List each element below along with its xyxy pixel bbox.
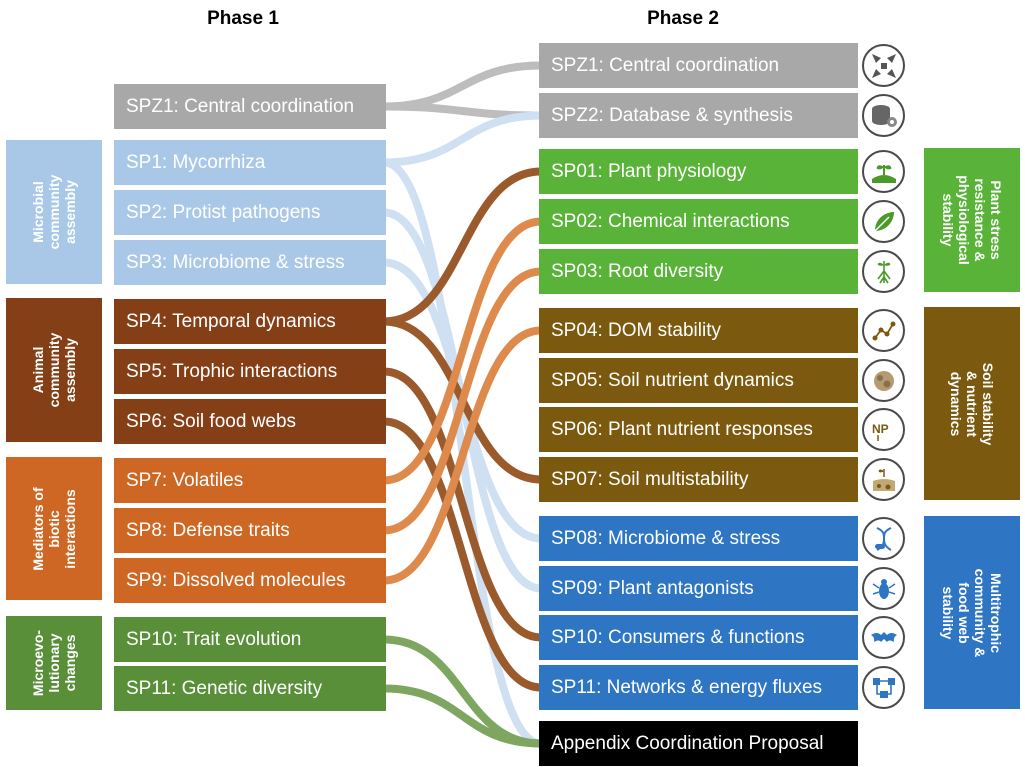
phase1-project-box: SP5: Trophic interactions bbox=[114, 349, 386, 394]
network-flow-icon bbox=[862, 666, 905, 709]
np-sprout-icon: NP bbox=[862, 408, 905, 451]
phase2-group-label: Plant stress resistance & physiological … bbox=[940, 175, 1004, 265]
phase1-project-box: SP9: Dissolved molecules bbox=[114, 558, 386, 603]
phase2-group-soil-stability: Soil stability & nutrient dynamics bbox=[924, 307, 1020, 500]
phase1-group-microbial: Microbial community assembly bbox=[6, 140, 102, 284]
phase1-group-mediators: Mediators of biotic interactions bbox=[6, 457, 102, 600]
phase2-project-box: SP06: Plant nutrient responses bbox=[539, 407, 858, 452]
phase2-project-box: SP08: Microbiome & stress bbox=[539, 516, 858, 561]
connection-link bbox=[380, 326, 545, 585]
connection-link bbox=[380, 61, 545, 111]
phase2-project-box: SP09: Plant antagonists bbox=[539, 566, 858, 611]
phase2-group-multitrophic: Multitrophic community & food web stabil… bbox=[924, 516, 1020, 709]
phase2-project-box: SP02: Chemical interactions bbox=[539, 199, 858, 244]
bat-icon bbox=[862, 616, 905, 659]
phase1-project-box: SP4: Temporal dynamics bbox=[114, 299, 386, 344]
phase2-group-label: Soil stability & nutrient dynamics bbox=[948, 362, 996, 445]
phase2-group-plant-stress: Plant stress resistance & physiological … bbox=[924, 148, 1020, 292]
phase1-group-label: Animal community assembly bbox=[30, 332, 78, 408]
phase1-project-box: SP3: Microbiome & stress bbox=[114, 240, 386, 285]
connection-link bbox=[380, 217, 545, 485]
phase1-group-label: Mediators of biotic interactions bbox=[30, 486, 78, 571]
phase2-project-box: SP07: Soil multistability bbox=[539, 457, 858, 502]
phase2-project-box: SPZ2: Database & synthesis bbox=[539, 93, 858, 138]
phase1-group-label: Microevo- lutionary changes bbox=[30, 629, 78, 697]
phase2-project-box: SP10: Consumers & functions bbox=[539, 615, 858, 660]
phase2-title: Phase 2 bbox=[647, 8, 719, 29]
phase1-project-box: SP1: Mycorrhiza bbox=[114, 140, 386, 185]
connection-link bbox=[380, 267, 545, 535]
root-seedling-icon bbox=[862, 250, 905, 293]
phase1-project-box: SP8: Defense traits bbox=[114, 508, 386, 553]
phase2-project-box: SP04: DOM stability bbox=[539, 308, 858, 353]
phase1-group-microevolutionary: Microevo- lutionary changes bbox=[6, 616, 102, 710]
phase1-project-box: SP10: Trait evolution bbox=[114, 617, 386, 662]
connection-link bbox=[380, 417, 545, 692]
dna-microbe-icon bbox=[862, 517, 905, 560]
soil-molecule-icon bbox=[862, 309, 905, 352]
phase2-project-box: SP11: Networks & energy fluxes bbox=[539, 665, 858, 710]
phase1-group-label: Microbial community assembly bbox=[30, 174, 78, 250]
arrows-inward-icon bbox=[862, 44, 905, 87]
phase2-project-box: SPZ1: Central coordination bbox=[539, 43, 858, 88]
leaf-icon bbox=[862, 200, 905, 243]
connection-link bbox=[380, 684, 545, 748]
connection-link bbox=[380, 167, 545, 326]
database-gear-icon bbox=[862, 94, 905, 137]
phase2-project-box: Appendix Coordination Proposal bbox=[539, 721, 858, 766]
phase1-project-box: SP7: Volatiles bbox=[114, 458, 386, 503]
phase2-project-box: SP05: Soil nutrient dynamics bbox=[539, 358, 858, 403]
phase2-project-box: SP01: Plant physiology bbox=[539, 149, 858, 194]
phase1-group-animal: Animal community assembly bbox=[6, 298, 102, 442]
svg-text:NP: NP bbox=[872, 422, 889, 436]
phase1-title: Phase 1 bbox=[207, 8, 279, 29]
phase1-project-box: SP6: Soil food webs bbox=[114, 399, 386, 444]
phase1-project-box: SPZ1: Central coordination bbox=[114, 84, 386, 129]
connection-link bbox=[380, 111, 545, 167]
insect-icon bbox=[862, 567, 905, 610]
seedling-field-icon bbox=[862, 150, 905, 193]
phase1-project-box: SP2: Protist pathogens bbox=[114, 190, 386, 235]
connection-link bbox=[380, 367, 545, 642]
phase1-project-box: SP11: Genetic diversity bbox=[114, 666, 386, 711]
soil-clod-icon bbox=[862, 359, 905, 402]
phase2-group-label: Multitrophic community & food web stabil… bbox=[940, 568, 1004, 657]
phase2-project-box: SP03: Root diversity bbox=[539, 249, 858, 294]
soil-layers-icon bbox=[862, 458, 905, 501]
